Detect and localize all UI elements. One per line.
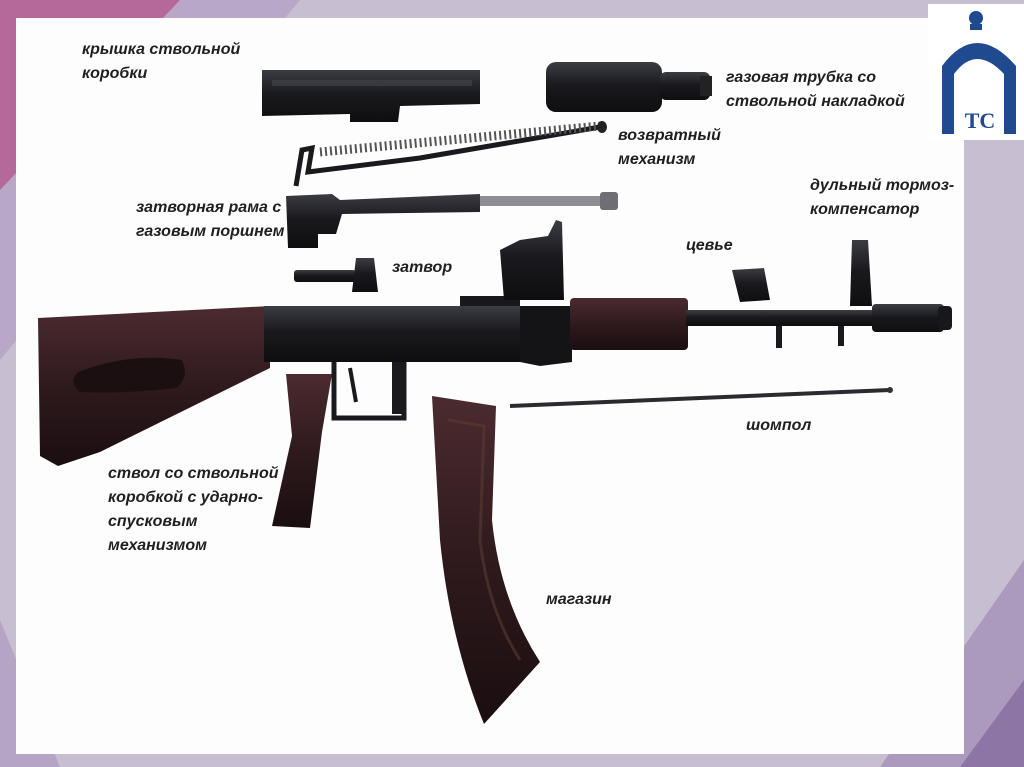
label-muzzle-brake: дульный тормоз- компенсатор: [810, 174, 954, 222]
label-gas-tube: газовая трубка со ствольной накладкой: [726, 66, 905, 114]
label-line: возвратный: [618, 124, 721, 148]
label-line: ствол со ствольной: [108, 462, 279, 486]
label-line: коробки: [82, 62, 240, 86]
label-line: газовая трубка со: [726, 66, 905, 90]
slide-content: [16, 18, 964, 754]
label-bolt-carrier: затворная рама с газовым поршнем: [136, 196, 285, 244]
label-recoil-mechanism: возвратный механизм: [618, 124, 721, 172]
label-line: крышка ствольной: [82, 38, 240, 62]
label-line: механизм: [618, 148, 721, 172]
label-line: дульный тормоз-: [810, 174, 954, 198]
label-magazine: магазин: [546, 588, 612, 612]
university-building-logo-icon: ТС: [928, 4, 1024, 140]
label-bolt: затвор: [392, 256, 452, 280]
label-line: коробкой с ударно-: [108, 486, 279, 510]
label-line: механизмом: [108, 534, 279, 558]
label-receiver-cover: крышка ствольной коробки: [82, 38, 240, 86]
logo: ТС: [928, 4, 1024, 140]
label-line: затворная рама с: [136, 196, 285, 220]
label-line: спусковым: [108, 510, 279, 534]
label-cleaning-rod: шомпол: [746, 414, 811, 438]
label-barrel-receiver: ствол со ствольной коробкой с ударно- сп…: [108, 462, 279, 558]
label-line: газовым поршнем: [136, 220, 285, 244]
label-handguard: цевье: [686, 234, 733, 258]
logo-text: ТС: [965, 108, 996, 133]
label-line: ствольной накладкой: [726, 90, 905, 114]
label-line: компенсатор: [810, 198, 954, 222]
